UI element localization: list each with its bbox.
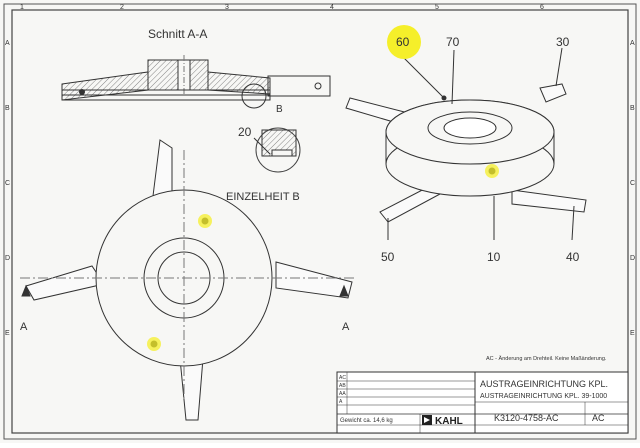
revision-note: AC - Änderung am Drehteil. Keine Maßände… — [486, 355, 607, 362]
row-label-a: A — [5, 40, 10, 47]
balloon-20: 20 — [238, 125, 252, 139]
col-label-3: 3 — [225, 4, 229, 11]
balloon-10: 10 — [487, 250, 501, 264]
row-label-e-right: E — [630, 330, 635, 337]
row-label-d: D — [5, 255, 10, 262]
col-label-2: 2 — [120, 4, 124, 11]
highlight-mark-iso — [485, 164, 499, 178]
highlight-mark-lower — [147, 337, 161, 351]
drawing-number: K3120-4758-AC — [494, 413, 559, 423]
section-title: Schnitt A-A — [148, 27, 207, 41]
company-name: KAHL — [435, 416, 463, 427]
title-block: AC AB AA A — [336, 371, 629, 434]
outer-frame — [3, 3, 637, 440]
inner-frame — [11, 9, 629, 434]
row-label-b-right: B — [630, 105, 635, 112]
kahl-logo: KAHL — [422, 415, 463, 427]
highlight-mark-upper — [198, 214, 212, 228]
balloon-50: 50 — [381, 250, 395, 264]
row-label-c-right: C — [630, 180, 635, 187]
balloon-30: 30 — [556, 35, 570, 49]
balloon-70: 70 — [446, 35, 460, 49]
row-label-d-right: D — [630, 255, 635, 262]
section-view-a-a — [61, 55, 331, 109]
col-label-6: 6 — [540, 4, 544, 11]
title-line-1: AUSTRAGEINRICHTUNG KPL. — [480, 379, 608, 389]
detail-title: EINZELHEIT B — [226, 191, 300, 203]
balloon-60: 60 — [396, 35, 410, 49]
detail-b-marker: B — [276, 104, 283, 115]
row-label-a-right: A — [630, 40, 635, 47]
row-label-e: E — [5, 330, 10, 337]
row-label-c: C — [5, 180, 10, 187]
col-label-4: 4 — [330, 4, 334, 11]
section-marker-right: A — [342, 321, 350, 333]
frame-column-labels: 1 2 3 4 5 6 — [20, 4, 544, 11]
rev-letter-2: AB — [339, 383, 346, 389]
rev-letter-3: AA — [339, 391, 346, 397]
col-label-1: 1 — [20, 4, 24, 11]
isometric-view — [345, 47, 587, 241]
col-label-5: 5 — [435, 4, 439, 11]
revision-index: AC — [592, 413, 605, 423]
title-line-2: AUSTRAGEINRICHTUNG KPL. 39-1000 — [480, 393, 607, 400]
weight-label: Gewicht ca. 14,6 kg — [340, 418, 393, 424]
rev-letter-4: A — [339, 399, 343, 405]
row-label-b: B — [5, 105, 10, 112]
detail-b-view — [253, 127, 301, 173]
frame-row-labels: A B C D E A B C D E — [5, 40, 635, 337]
rev-letter-1: AC — [339, 375, 346, 381]
balloon-40: 40 — [566, 250, 580, 264]
plan-view — [20, 139, 356, 421]
section-marker-left: A — [20, 321, 28, 333]
highlight-balloon-60 — [387, 25, 421, 59]
